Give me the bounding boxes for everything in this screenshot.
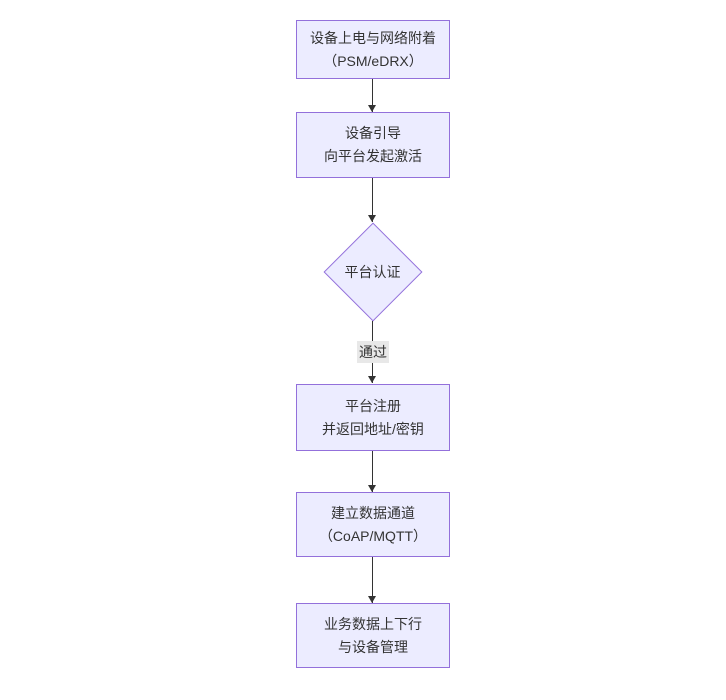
node-text-line: （PSM/eDRX） <box>323 52 423 69</box>
node-text-line: 设备上电与网络附着 <box>310 29 436 46</box>
edge-register-to-channel <box>368 451 376 492</box>
node-text-line: 并返回地址/密钥 <box>322 420 424 437</box>
arrowhead-icon <box>368 376 376 383</box>
arrowhead-icon <box>368 485 376 492</box>
node-business-data: 业务数据上下行 与设备管理 <box>296 603 450 668</box>
node-device-bootstrap: 设备引导 向平台发起激活 <box>296 112 450 178</box>
edge-channel-to-business <box>368 557 376 603</box>
arrowhead-icon <box>368 105 376 112</box>
node-text-line: 设备引导 <box>345 125 401 141</box>
edge-bootstrap-to-auth <box>368 178 376 222</box>
arrowhead-icon <box>368 596 376 603</box>
node-text-line: 建立数据通道 <box>331 504 415 521</box>
node-text-line: 向平台发起激活 <box>324 148 422 164</box>
node-text-line: 与设备管理 <box>338 638 408 655</box>
edge-label-pass: 通过 <box>357 341 389 363</box>
arrowhead-icon <box>368 215 376 222</box>
edge-power-to-bootstrap <box>368 79 376 112</box>
node-platform-auth-decision: 平台认证 <box>322 222 423 321</box>
node-platform-register: 平台注册 并返回地址/密钥 <box>296 384 450 451</box>
node-device-power-attach: 设备上电与网络附着 （PSM/eDRX） <box>296 20 450 79</box>
node-text-line: （CoAP/MQTT） <box>318 527 428 544</box>
node-text-line: 业务数据上下行 <box>324 615 422 632</box>
node-data-channel: 建立数据通道 （CoAP/MQTT） <box>296 492 450 557</box>
node-text-line: 平台注册 <box>345 397 401 414</box>
node-text-line: 平台认证 <box>344 263 401 280</box>
